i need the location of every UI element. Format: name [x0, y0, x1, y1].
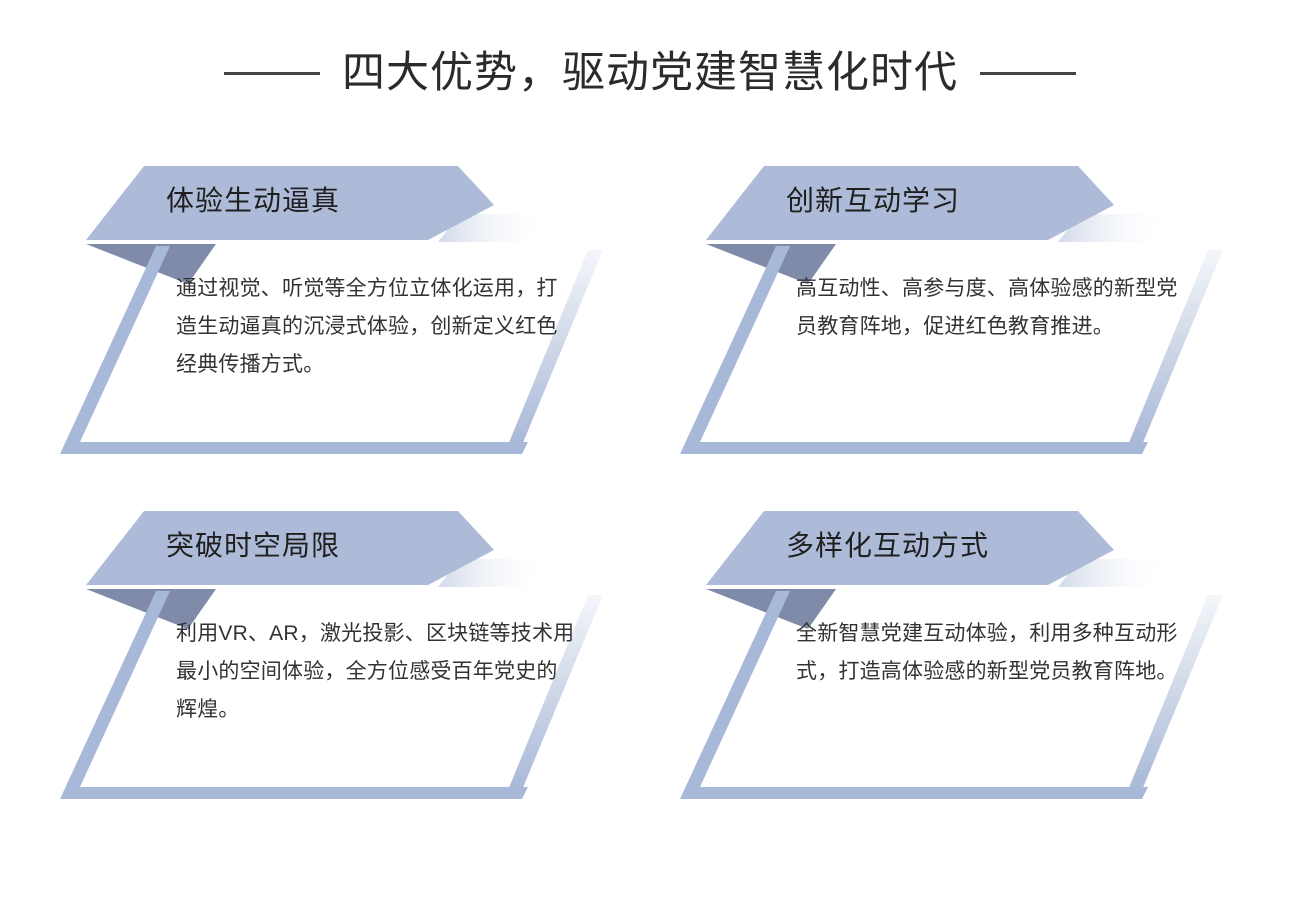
card-title: 多样化互动方式 [786, 530, 990, 561]
feature-card[interactable]: 多样化互动方式 全新智慧党建互动体验，利用多种互动形式，打造高体验感的新型党员教… [648, 495, 1268, 835]
feature-card[interactable]: 突破时空局限 利用VR、AR，激光投影、区块链等技术用最小的空间体验，全方位感受… [28, 495, 648, 835]
banner-shape [86, 511, 494, 585]
card-shape [60, 166, 603, 454]
card-shape [60, 511, 603, 799]
banner-shadow [1058, 214, 1168, 242]
frame-right-edge [1128, 595, 1223, 790]
frame-right-edge [508, 595, 603, 790]
card-body: 高互动性、高参与度、高体验感的新型党员教育阵地，促进红色教育推进。 [796, 277, 1178, 338]
card-title: 突破时空局限 [166, 530, 341, 561]
heading-rule-left [224, 71, 320, 75]
card-title: 体验生动逼真 [166, 185, 341, 216]
card-body: 通过视觉、听觉等全方位立体化运用，打造生动逼真的沉浸式体验，创新定义红色经典传播… [176, 277, 558, 376]
banner-shadow [1058, 559, 1168, 587]
banner-shadow [438, 214, 548, 242]
banner-shape [86, 166, 494, 240]
page-title: 四大优势，驱动党建智慧化时代 [342, 48, 958, 97]
feature-card[interactable]: 体验生动逼真 通过视觉、听觉等全方位立体化运用，打造生动逼真的沉浸式体验，创新定… [28, 150, 648, 490]
banner-shape [706, 511, 1114, 585]
page-heading: 四大优势，驱动党建智慧化时代 [0, 38, 1300, 108]
feature-card[interactable]: 创新互动学习 高互动性、高参与度、高体验感的新型党员教育阵地，促进红色教育推进。 [648, 150, 1268, 490]
card-body: 全新智慧党建互动体验，利用多种互动形式，打造高体验感的新型党员教育阵地。 [796, 622, 1178, 683]
card-body: 利用VR、AR，激光投影、区块链等技术用最小的空间体验，全方位感受百年党史的辉煌… [176, 622, 575, 721]
frame-right-edge [1128, 250, 1223, 445]
banner-shadow [438, 559, 548, 587]
frame-right-edge [508, 250, 603, 445]
banner-shape [706, 166, 1114, 240]
card-title: 创新互动学习 [786, 185, 961, 216]
heading-rule-right [980, 71, 1076, 75]
card-shape [680, 511, 1223, 799]
card-shape [680, 166, 1223, 454]
